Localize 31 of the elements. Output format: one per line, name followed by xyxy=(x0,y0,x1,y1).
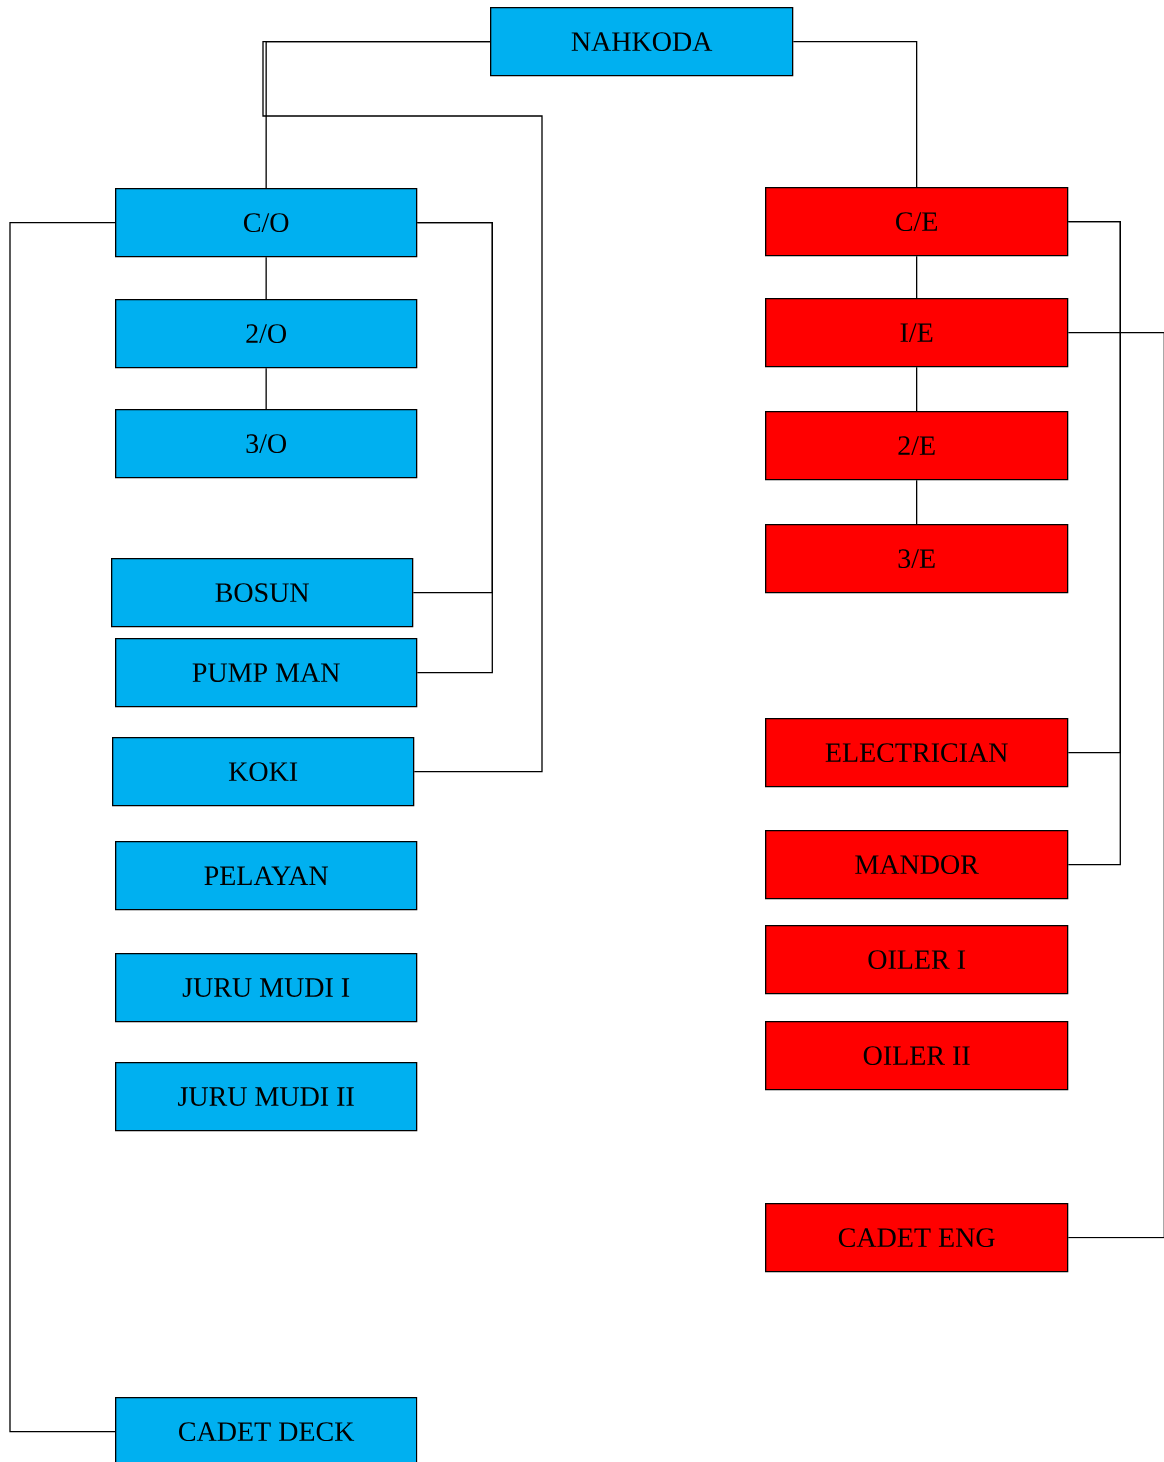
position-box: C/E xyxy=(765,187,1069,257)
position-box: C/O xyxy=(115,188,418,258)
connector-line xyxy=(1067,221,1121,866)
position-box: JURU MUDI I xyxy=(115,953,418,1023)
position-box: PELAYAN xyxy=(115,841,418,911)
connector-line xyxy=(262,41,543,773)
connector-line xyxy=(416,222,493,674)
position-box: KOKI xyxy=(112,737,415,807)
connector-line xyxy=(916,479,918,525)
position-box: I/E xyxy=(765,298,1069,368)
connector-line xyxy=(265,256,267,300)
position-box: PUMP MAN xyxy=(115,638,418,708)
connector-line xyxy=(265,367,267,410)
position-box: MANDOR xyxy=(765,830,1069,900)
position-box: ELECTRICIAN xyxy=(765,718,1069,788)
position-box: BOSUN xyxy=(111,558,414,628)
position-box: CADET ENG xyxy=(765,1203,1069,1273)
connector-line xyxy=(916,255,918,299)
position-box: JURU MUDI II xyxy=(115,1062,418,1132)
position-box: 3/E xyxy=(765,524,1069,594)
connector-line xyxy=(9,222,116,1433)
position-box: OILER I xyxy=(765,925,1069,995)
position-box: CADET DECK xyxy=(115,1397,418,1462)
connector-line xyxy=(792,41,918,188)
position-box: 2/E xyxy=(765,411,1069,481)
connector-line xyxy=(1067,332,1164,1239)
position-box: OILER II xyxy=(765,1021,1069,1091)
position-box: 3/O xyxy=(115,409,418,479)
position-box: NAHKODA xyxy=(490,7,794,77)
connector-line xyxy=(916,366,918,412)
position-box: 2/O xyxy=(115,299,418,369)
